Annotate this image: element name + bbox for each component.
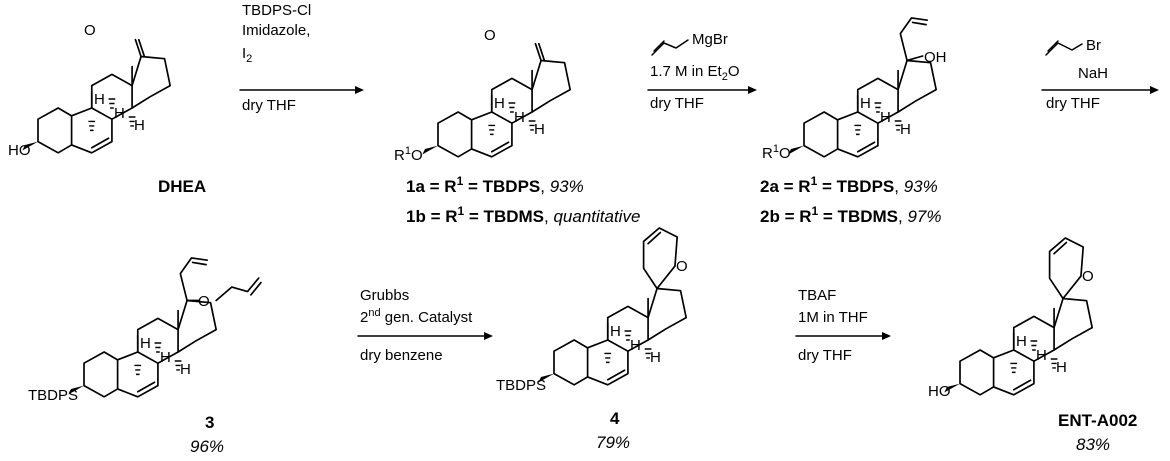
- hydroxyl-label: HO: [928, 383, 951, 400]
- reagent-label: I2: [242, 45, 252, 65]
- hydrogen-label: H: [160, 349, 171, 366]
- reagent-label: MgBr: [692, 31, 728, 48]
- hydrogen-label: H: [1016, 333, 1027, 350]
- hydrogen-label: H: [650, 349, 661, 366]
- compound-label-1b: 1b = R1 = TBDMS, quantitative: [406, 204, 640, 226]
- hydrogen-label: H: [900, 121, 911, 138]
- reagent-label: Grubbs: [360, 287, 409, 304]
- hydrogen-label: H: [94, 91, 105, 108]
- reaction-step-2: MgBr 1.7 M in Et2O dry THF: [647, 31, 757, 112]
- hydroxyl-label: HO: [8, 142, 31, 159]
- compound-label-2b: 2b = R1 = TBDMS, 97%: [760, 204, 941, 226]
- compound-name: ENT-A002: [1058, 411, 1137, 430]
- reagent-label: NaH: [1078, 65, 1108, 82]
- atom-label: O: [676, 258, 688, 275]
- substituent-label: R1O: [394, 145, 423, 164]
- molecule-ent-a002: [943, 237, 1094, 396]
- hydrogen-label: H: [1036, 347, 1047, 364]
- hydrogen-label: H: [880, 109, 891, 126]
- hydroxyl-label: OH: [924, 49, 947, 66]
- hydrogen-label: H: [1056, 359, 1067, 376]
- compound-name: 4: [610, 409, 620, 428]
- solvent-label: dry THF: [242, 97, 296, 114]
- reagent-label: 1.7 M in Et2O: [650, 63, 740, 83]
- hydrogen-label: H: [514, 109, 525, 126]
- molecule-4: [537, 227, 687, 386]
- solvent-label: dry THF: [798, 347, 852, 364]
- atom-label: O: [484, 27, 496, 44]
- reaction-step-3: Br NaH dry THF: [1041, 37, 1159, 112]
- compound-name: 3: [205, 413, 214, 432]
- reagent-label: Imidazole,: [242, 22, 310, 39]
- atom-label: O: [198, 293, 210, 310]
- hydrogen-label: H: [534, 121, 545, 138]
- substituent-label: TBDPS: [496, 377, 546, 394]
- molecule-2: [787, 17, 937, 158]
- reaction-step-1: TBDPS-Cl Imidazole, I2 dry THF: [239, 2, 364, 114]
- yield-label: 79%: [596, 433, 630, 452]
- reagent-label: TBDPS-Cl: [242, 2, 311, 19]
- solvent-label: dry THF: [650, 95, 704, 112]
- substituent-label: TBDPS: [28, 387, 78, 404]
- atom-label: O: [84, 22, 96, 39]
- hydrogen-label: H: [610, 323, 621, 340]
- hydrogen-label: H: [114, 105, 125, 122]
- reaction-step-5: TBAF 1M in THF dry THF: [795, 287, 891, 364]
- compound-label-2a: 2a = R1 = TBDPS, 93%: [760, 174, 938, 196]
- molecule-3: [67, 257, 262, 398]
- hydrogen-label: H: [860, 95, 871, 112]
- reagent-label: Br: [1086, 37, 1101, 54]
- reaction-step-4: Grubbs 2nd gen. Catalyst dry benzene: [357, 287, 493, 364]
- molecule-dhea: [21, 38, 171, 154]
- solvent-label: dry benzene: [360, 347, 443, 364]
- molecule-1: [421, 42, 571, 158]
- reagent-label: 2nd gen. Catalyst: [360, 307, 473, 326]
- substituent-label: R1O: [762, 143, 791, 162]
- solvent-label: dry THF: [1046, 95, 1100, 112]
- hydrogen-label: H: [494, 95, 505, 112]
- hydrogen-label: H: [180, 361, 191, 378]
- hydrogen-label: H: [134, 117, 145, 134]
- hydrogen-label: H: [630, 337, 641, 354]
- compound-label-1a: 1a = R1 = TBDPS, 93%: [406, 174, 584, 196]
- hydrogen-label: H: [140, 335, 151, 352]
- reagent-label: 1M in THF: [798, 309, 868, 326]
- yield-label: 83%: [1076, 435, 1110, 454]
- compound-name: DHEA: [158, 177, 206, 196]
- atom-label: O: [1082, 268, 1094, 285]
- yield-label: 96%: [190, 437, 224, 456]
- reagent-label: TBAF: [798, 287, 836, 304]
